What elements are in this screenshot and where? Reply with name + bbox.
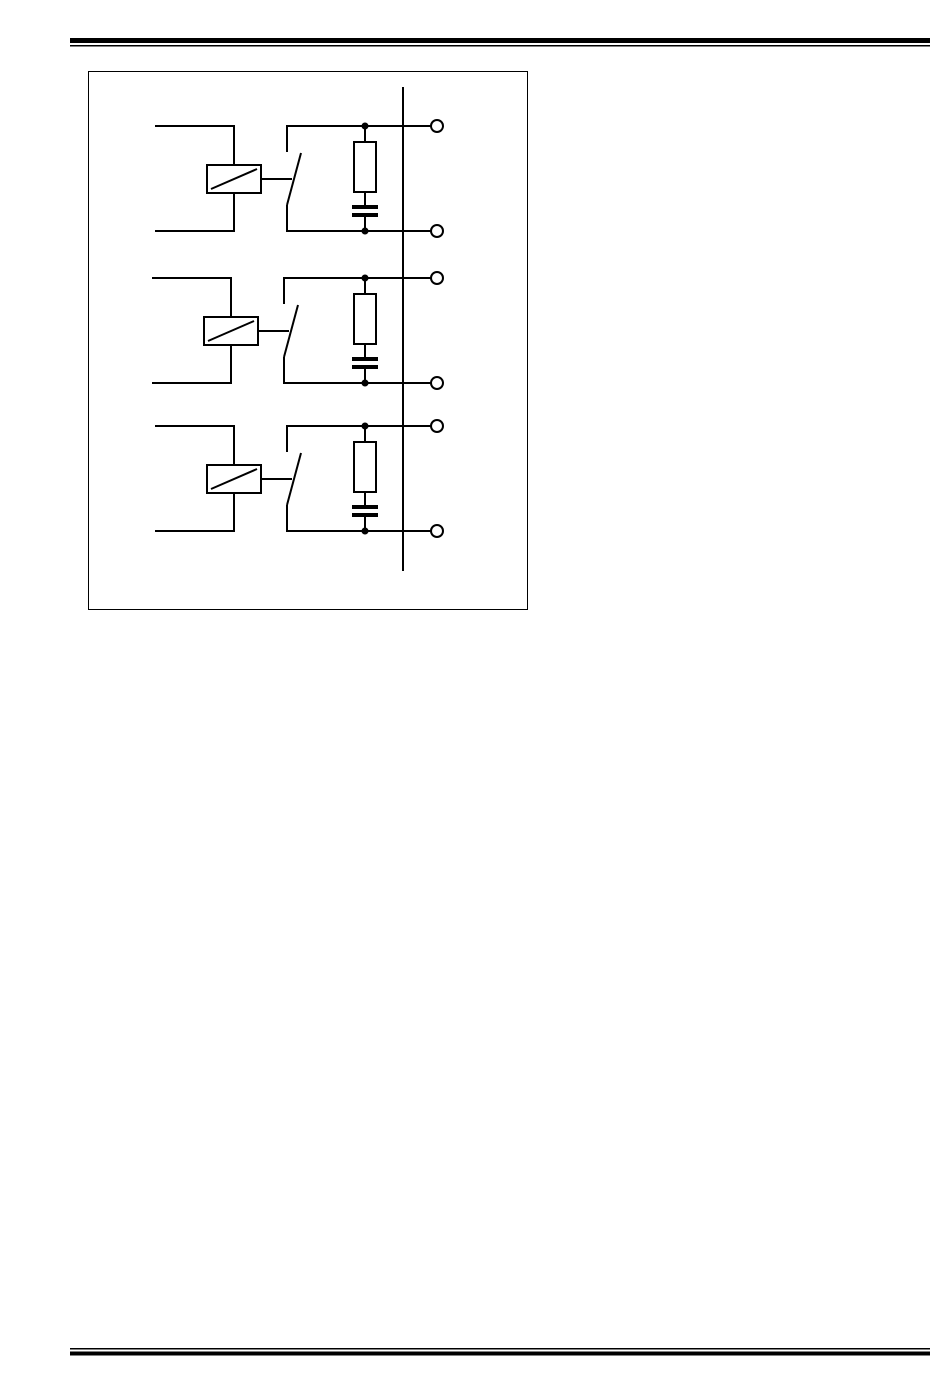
terminal-bottom: [431, 225, 443, 237]
terminal-top: [431, 120, 443, 132]
resistor: [354, 442, 376, 492]
coil-input-wire-bottom: [152, 345, 231, 383]
relay-channel-1: [155, 120, 443, 237]
resistor: [354, 294, 376, 344]
schematic-figure: [88, 71, 528, 610]
coil-input-wire-top: [155, 426, 234, 465]
terminal-bottom: [431, 525, 443, 537]
coil-input-wire-top: [155, 126, 234, 165]
relay-schematic-diagram: [89, 72, 529, 611]
page-header-rule: [70, 38, 930, 47]
coil-input-wire-bottom: [155, 493, 234, 531]
terminal-top: [431, 420, 443, 432]
coil-input-wire-top: [152, 278, 231, 317]
coil-input-wire-bottom: [155, 193, 234, 231]
terminal-top: [431, 272, 443, 284]
contact-top-lead: [284, 278, 365, 304]
relay-channel-2: [152, 272, 443, 389]
relay-channel-3: [155, 420, 443, 537]
resistor: [354, 142, 376, 192]
page-footer-rule: [70, 1348, 930, 1356]
terminal-bottom: [431, 377, 443, 389]
